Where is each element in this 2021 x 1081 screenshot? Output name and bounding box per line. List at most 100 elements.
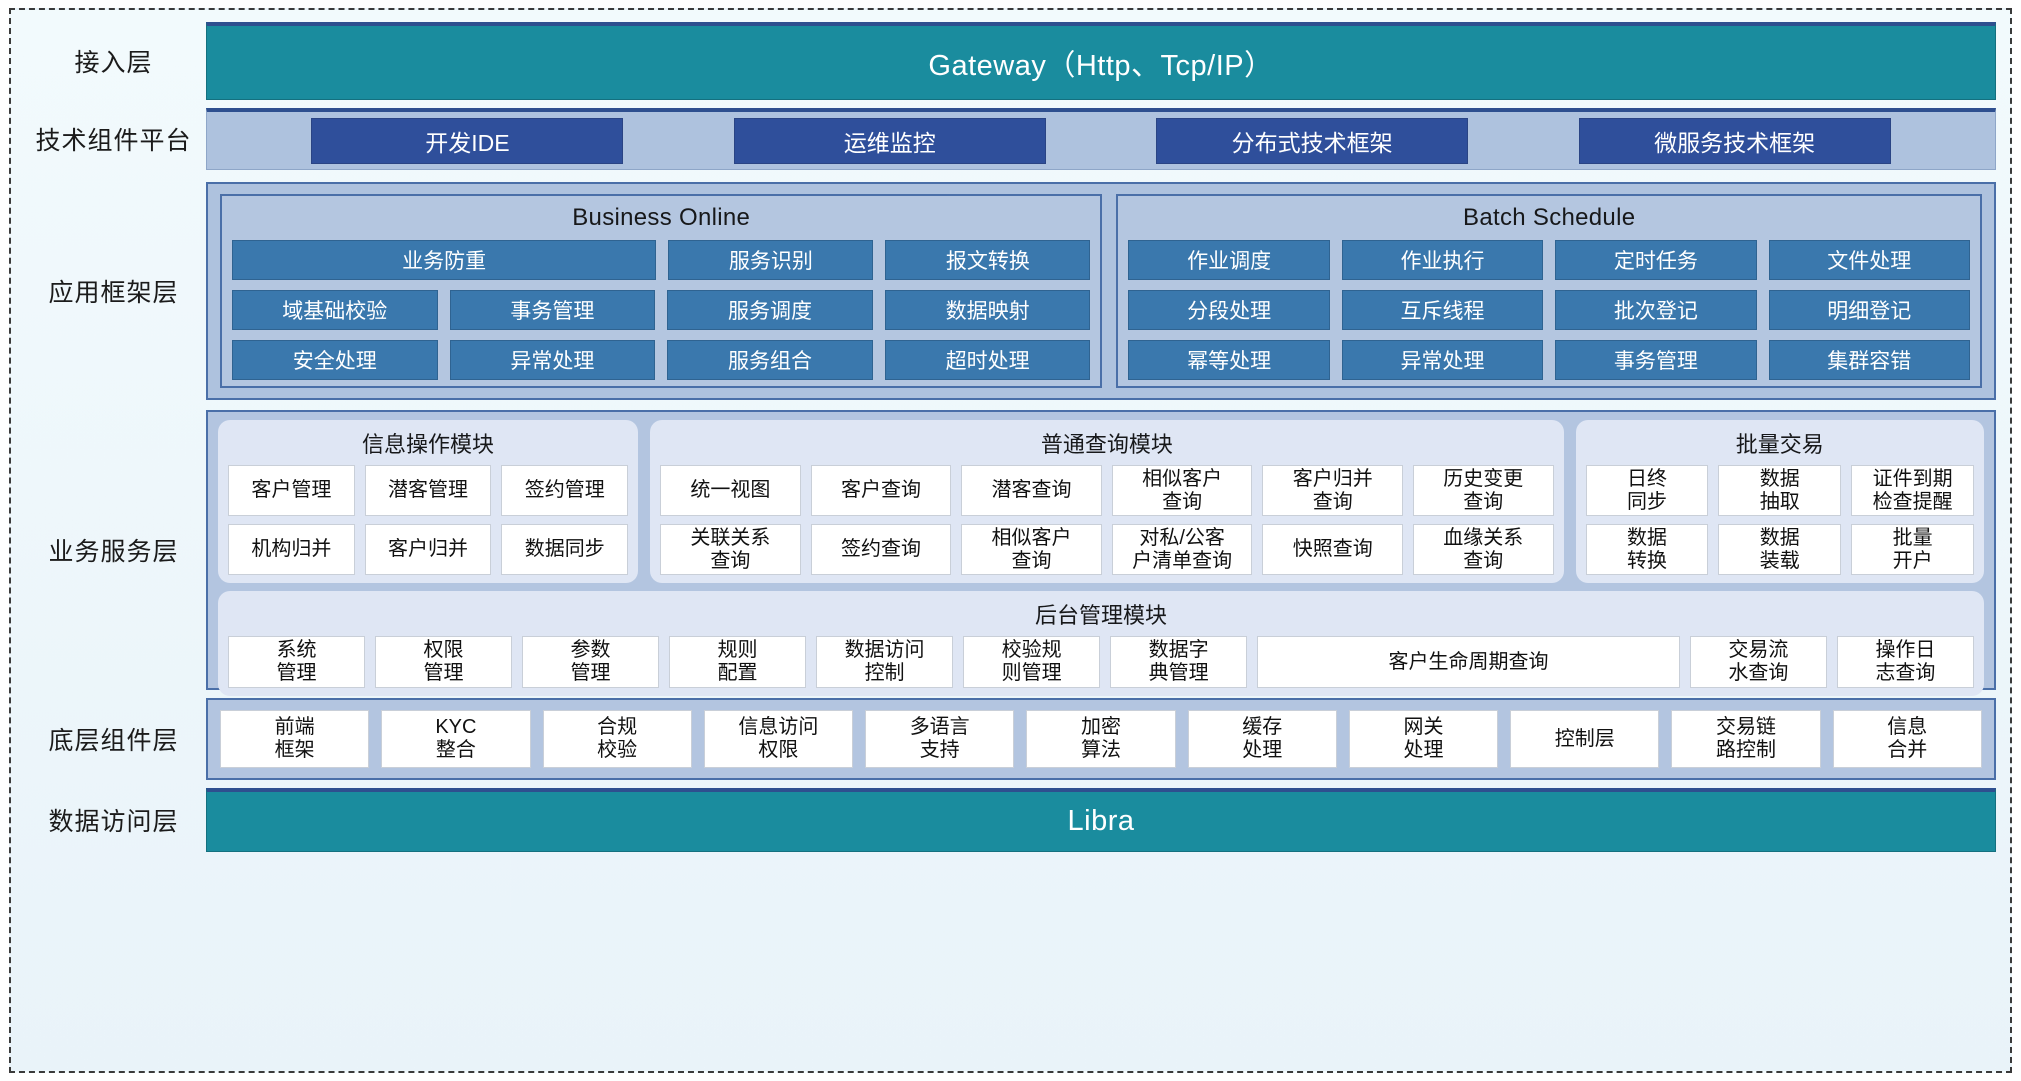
bottom-component-item-8[interactable]: 控制层 <box>1510 710 1660 768</box>
business-service-item-2-0-0[interactable]: 日终同步 <box>1585 465 1709 517</box>
business-service-item-1-0-4[interactable]: 客户归并查询 <box>1262 465 1403 517</box>
business-module-line: 关联关系查询签约查询相似客户查询对私/公客户清单查询快照查询血缘关系查询 <box>660 524 1554 576</box>
app-framework-row: 安全处理异常处理服务组合超时处理 <box>232 340 1091 380</box>
admin-module-item-3[interactable]: 规则配置 <box>669 636 807 688</box>
app-framework-item-0-1-1[interactable]: 事务管理 <box>449 290 656 330</box>
business-service-band: 信息操作模块客户管理潜客管理签约管理机构归并客户归并数据同步普通查询模块统一视图… <box>206 410 1996 696</box>
admin-module-item-5[interactable]: 校验规则管理 <box>963 636 1101 688</box>
business-service-item-2-0-2[interactable]: 证件到期检查提醒 <box>1851 465 1974 517</box>
business-module-2: 批量交易日终同步数据抽取证件到期检查提醒数据转换数据装载批量开户 <box>1575 420 1984 584</box>
admin-module-item-2[interactable]: 参数管理 <box>522 636 660 688</box>
app-framework-item-0-0-1[interactable]: 服务识别 <box>668 240 874 280</box>
app-framework-item-1-1-1[interactable]: 互斥线程 <box>1341 290 1544 330</box>
tech-platform-item-2[interactable]: 分布式技术框架 <box>1156 117 1469 164</box>
business-service-item-1-0-5[interactable]: 历史变更查询 <box>1413 465 1554 517</box>
business-service-item-1-0-3[interactable]: 相似客户查询 <box>1111 465 1253 517</box>
app-framework-item-0-2-1[interactable]: 异常处理 <box>449 340 656 380</box>
business-service-item-1-1-0[interactable]: 关联关系查询 <box>660 524 801 576</box>
app-framework-item-1-1-2[interactable]: 批次登记 <box>1555 290 1757 330</box>
business-module-0: 信息操作模块客户管理潜客管理签约管理机构归并客户归并数据同步 <box>218 420 639 584</box>
business-service-item-1-1-2[interactable]: 相似客户查询 <box>961 524 1102 576</box>
admin-module-item-1[interactable]: 权限管理 <box>375 636 513 688</box>
tech-platform-item-0[interactable]: 开发IDE <box>311 117 624 164</box>
app-framework-item-1-0-3[interactable]: 文件处理 <box>1768 240 1970 280</box>
app-framework-item-0-2-3[interactable]: 超时处理 <box>884 340 1091 380</box>
bottom-component-item-2[interactable]: 合规校验 <box>542 710 692 768</box>
business-service-item-0-1-0[interactable]: 机构归并 <box>228 524 355 576</box>
tech-platform-item-3[interactable]: 微服务技术框架 <box>1578 117 1891 164</box>
business-service-item-0-0-1[interactable]: 潜客管理 <box>364 465 492 517</box>
admin-module-item-7[interactable]: 客户生命周期查询 <box>1257 636 1680 688</box>
admin-module-item-0[interactable]: 系统管理 <box>228 636 366 688</box>
app-framework-item-0-2-2[interactable]: 服务组合 <box>667 340 873 380</box>
admin-module-item-4[interactable]: 数据访问控制 <box>816 636 954 688</box>
business-service-item-0-1-1[interactable]: 客户归并 <box>364 524 492 576</box>
app-framework-item-1-2-0[interactable]: 幂等处理 <box>1128 340 1330 380</box>
admin-module-item-6[interactable]: 数据字典管理 <box>1110 636 1248 688</box>
tech-platform-item-1[interactable]: 运维监控 <box>733 117 1046 164</box>
libra-bar[interactable]: Libra <box>206 788 1996 852</box>
bottom-component-item-4[interactable]: 多语言支持 <box>865 710 1015 768</box>
app-framework-item-0-1-0[interactable]: 域基础校验 <box>232 290 438 330</box>
business-service-item-0-1-2[interactable]: 数据同步 <box>501 524 629 576</box>
gateway-bar[interactable]: Gateway（Http、Tcp/IP） <box>206 22 1996 100</box>
business-service-item-1-0-0[interactable]: 统一视图 <box>660 465 801 517</box>
app-framework-item-0-2-0[interactable]: 安全处理 <box>232 340 438 380</box>
app-framework-item-1-1-3[interactable]: 明细登记 <box>1768 290 1970 330</box>
business-service-item-1-0-2[interactable]: 潜客查询 <box>961 465 1102 517</box>
app-framework-group-title-0: Business Online <box>572 204 751 231</box>
app-framework-item-1-2-1[interactable]: 异常处理 <box>1341 340 1544 380</box>
tech-platform-band: 开发IDE 运维监控 分布式技术框架 微服务技术框架 <box>206 108 1996 170</box>
business-service-item-2-1-2[interactable]: 批量开户 <box>1851 524 1974 576</box>
business-service-item-2-1-1[interactable]: 数据装载 <box>1718 524 1842 576</box>
business-service-item-2-1-0[interactable]: 数据转换 <box>1585 524 1709 576</box>
business-module-line: 机构归并客户归并数据同步 <box>228 524 629 576</box>
business-service-item-1-1-5[interactable]: 血缘关系查询 <box>1413 524 1554 576</box>
app-framework-item-1-0-1[interactable]: 作业执行 <box>1341 240 1544 280</box>
layer-body-data-access: Libra <box>206 788 1996 852</box>
layer-row-data-access: 数据访问层 Libra <box>21 788 1996 852</box>
app-framework-row: 幂等处理异常处理事务管理集群容错 <box>1128 340 1970 380</box>
business-module-line: 客户管理潜客管理签约管理 <box>228 465 629 517</box>
business-service-item-0-0-2[interactable]: 签约管理 <box>501 465 629 517</box>
app-framework-item-0-0-0[interactable]: 业务防重 <box>232 240 657 280</box>
business-service-item-1-0-1[interactable]: 客户查询 <box>810 465 952 517</box>
app-framework-item-1-0-2[interactable]: 定时任务 <box>1555 240 1757 280</box>
bottom-component-item-6[interactable]: 缓存处理 <box>1187 710 1337 768</box>
bottom-component-item-7[interactable]: 网关处理 <box>1348 710 1499 768</box>
bottom-component-item-0[interactable]: 前端框架 <box>220 710 370 768</box>
app-framework-group-title-1: Batch Schedule <box>1463 204 1636 231</box>
bottom-component-item-9[interactable]: 交易链路控制 <box>1671 710 1821 768</box>
layer-label-tech-platform: 技术组件平台 <box>35 127 192 155</box>
layer-body-business-service: 信息操作模块客户管理潜客管理签约管理机构归并客户归并数据同步普通查询模块统一视图… <box>206 410 1996 696</box>
bottom-component-item-5[interactable]: 加密算法 <box>1026 710 1176 768</box>
app-framework-item-1-0-0[interactable]: 作业调度 <box>1128 240 1330 280</box>
layer-label-access: 接入层 <box>74 49 153 77</box>
admin-module-item-8[interactable]: 交易流水查询 <box>1689 636 1827 688</box>
app-framework-item-1-2-2[interactable]: 事务管理 <box>1555 340 1757 380</box>
layer-stack: 接入层 Gateway（Http、Tcp/IP） 技术组件平台 开发IDE 运维监… <box>11 10 2010 1071</box>
app-framework-row: 作业调度作业执行定时任务文件处理 <box>1128 240 1970 280</box>
business-service-item-1-1-4[interactable]: 快照查询 <box>1262 524 1403 576</box>
business-service-item-1-1-3[interactable]: 对私/公客户清单查询 <box>1111 524 1253 576</box>
app-framework-item-0-0-2[interactable]: 报文转换 <box>885 240 1091 280</box>
bottom-component-item-10[interactable]: 信息合并 <box>1832 710 1982 768</box>
layer-label-business-service: 业务服务层 <box>48 538 179 566</box>
business-module-line: 日终同步数据抽取证件到期检查提醒 <box>1585 465 1974 517</box>
business-service-item-0-0-0[interactable]: 客户管理 <box>228 465 355 517</box>
bottom-component-item-3[interactable]: 信息访问权限 <box>703 710 854 768</box>
layer-row-tech-platform: 技术组件平台 开发IDE 运维监控 分布式技术框架 微服务技术框架 <box>21 108 1996 170</box>
app-framework-item-0-1-2[interactable]: 服务调度 <box>667 290 873 330</box>
business-service-item-1-1-1[interactable]: 签约查询 <box>810 524 952 576</box>
business-module-title-2: 批量交易 <box>1735 432 1824 457</box>
app-framework-item-0-1-3[interactable]: 数据映射 <box>884 290 1091 330</box>
app-framework-item-1-1-0[interactable]: 分段处理 <box>1128 290 1330 330</box>
app-framework-item-1-2-3[interactable]: 集群容错 <box>1768 340 1970 380</box>
business-service-item-2-0-1[interactable]: 数据抽取 <box>1718 465 1842 517</box>
admin-module-item-9[interactable]: 操作日志查询 <box>1836 636 1974 688</box>
